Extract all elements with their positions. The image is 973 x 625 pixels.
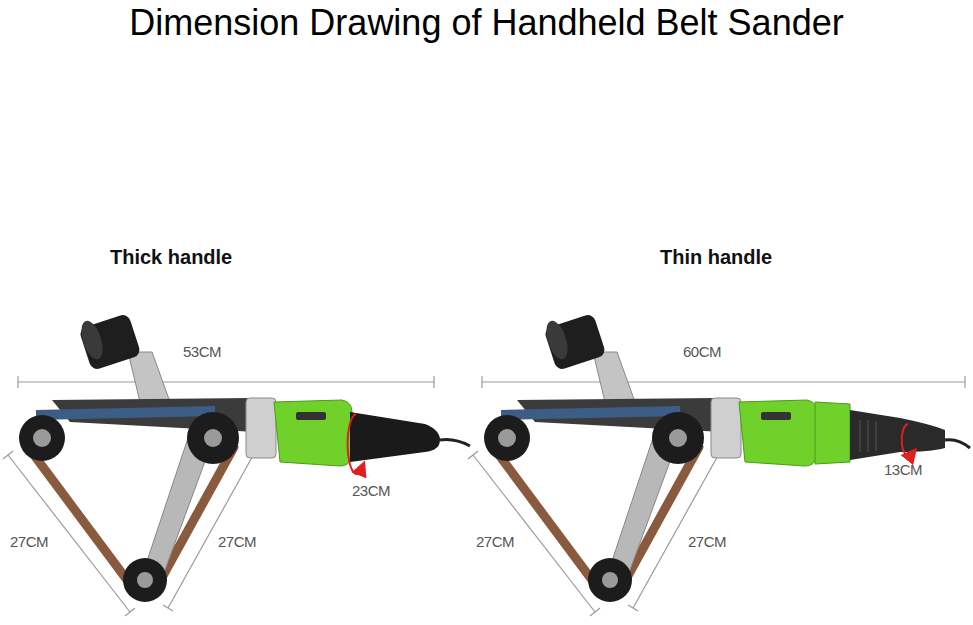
thin-handle-sander <box>484 313 970 602</box>
dimension-label: 53CM <box>183 343 221 360</box>
dimension-label: 23CM <box>352 482 390 499</box>
dimension-label: 60CM <box>683 343 721 360</box>
diagram-title: Dimension Drawing of Handheld Belt Sande… <box>0 2 973 44</box>
dimension-label: 27CM <box>10 533 48 550</box>
dimension-label: 13CM <box>884 461 922 478</box>
thick-handle-sander <box>19 313 470 602</box>
dimension-label: 27CM <box>218 533 256 550</box>
dimension-label: 27CM <box>476 533 514 550</box>
section-heading: Thin handle <box>660 246 772 269</box>
section-heading: Thick handle <box>110 246 232 269</box>
dimension-label: 27CM <box>688 533 726 550</box>
